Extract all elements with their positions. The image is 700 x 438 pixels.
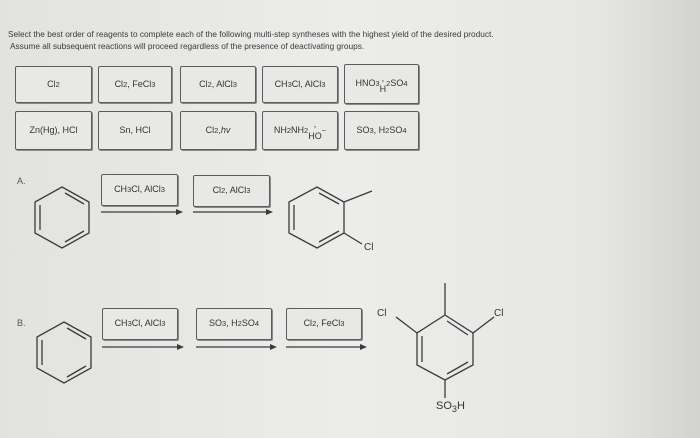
- problem-b-label: B.: [17, 318, 26, 328]
- reagent-sn-hcl[interactable]: Sn, HCl: [98, 111, 172, 150]
- product-b-so3h-label: SO3H: [436, 400, 465, 415]
- benzene-start-b: [36, 321, 92, 384]
- product-b-cl-right-label: Cl: [494, 308, 504, 319]
- benzene-start-a: [34, 186, 90, 249]
- problem-a-label: A.: [17, 176, 26, 186]
- product-b-cl-left-label: Cl: [377, 308, 387, 319]
- reaction-arrows: [101, 209, 367, 350]
- question-text-line2: Assume all subsequent reactions will pro…: [10, 41, 365, 51]
- product-a-cl-label: Cl: [364, 242, 374, 253]
- product-a-structure: [288, 186, 373, 249]
- product-b-structure: [395, 283, 495, 398]
- reagent-zn-hg-hcl[interactable]: Zn(Hg), HCl: [15, 111, 92, 150]
- question-text-line1: Select the best order of reagents to com…: [8, 29, 494, 39]
